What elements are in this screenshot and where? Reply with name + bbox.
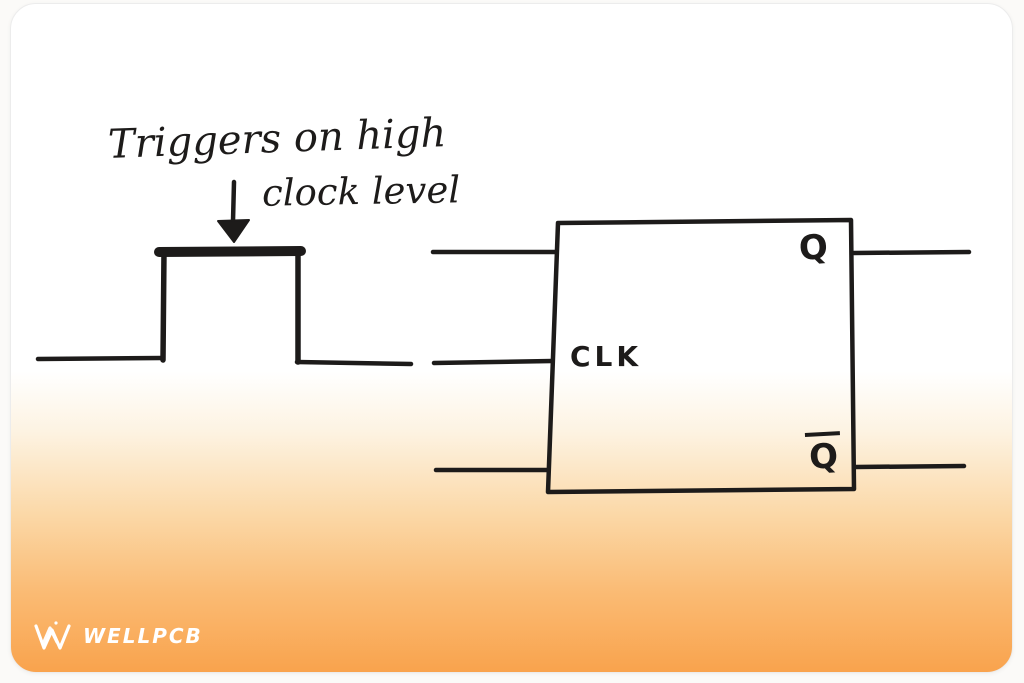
annotation-line2: clock level	[261, 168, 461, 215]
wellpcb-w-icon	[34, 621, 71, 650]
clk-label: CLK	[570, 340, 643, 373]
qbar-output-label: Q	[804, 431, 843, 478]
qbar-overline: Q	[804, 431, 843, 478]
wellpcb-logo-text: WELLPCB	[83, 624, 203, 648]
diagram-card	[10, 3, 1013, 673]
q-output-label: Q	[797, 227, 830, 269]
wellpcb-logo: WELLPCB	[32, 616, 203, 656]
